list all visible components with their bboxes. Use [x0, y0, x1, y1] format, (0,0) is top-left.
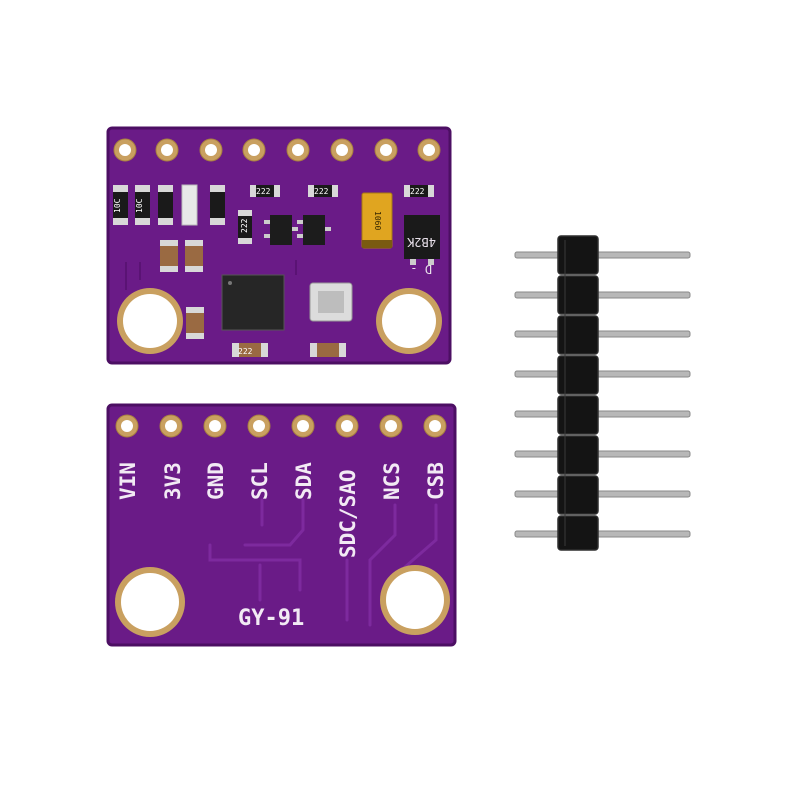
rear-pin-labels: VIN 3V3 GND SCL SDA SDC/SAO NCS CSB [116, 462, 448, 558]
pin-label-csb: CSB [424, 462, 448, 500]
code-tantalum: 1060 [373, 211, 382, 230]
pin-header [514, 235, 691, 551]
code-resistor-g: 222 [238, 347, 253, 356]
silk-mark: D - [410, 262, 432, 276]
front-regulator [404, 215, 440, 259]
front-capacitors [160, 240, 346, 357]
code-resistor-d: 222 [314, 187, 329, 196]
code-resistor-a: 10C [113, 198, 122, 213]
front-board: 10C 10C 222 222 222 222 222 1060 4B2K D … [106, 126, 452, 365]
header-plastic [557, 235, 599, 551]
front-resistors [113, 184, 225, 226]
pin-label-gnd: GND [204, 462, 228, 500]
pin-label-scl: SCL [248, 462, 272, 500]
header-pins [514, 251, 691, 538]
front-resistors-top [238, 185, 434, 244]
code-cap-top-right: 4B2K [406, 235, 436, 249]
pin-label-3v3: 3V3 [161, 462, 185, 500]
rear-board-pcb [106, 403, 457, 647]
code-resistor-b: 10C [135, 198, 144, 213]
pin-label-vin: VIN [116, 462, 140, 500]
pin-label-sda: SDA [292, 462, 316, 500]
model-label: GY-91 [238, 606, 304, 631]
rear-board: VIN 3V3 GND SCL SDA SDC/SAO NCS CSB GY-9… [106, 403, 457, 647]
pin-label-ncs: NCS [380, 462, 404, 500]
code-resistor-c: 222 [256, 187, 271, 196]
front-imu-chip [221, 274, 285, 331]
front-transistors [264, 215, 331, 245]
pin-label-sdc-sao: SDC/SAO [336, 469, 360, 558]
code-resistor-f: 222 [240, 218, 249, 233]
front-board-pads [113, 138, 441, 162]
code-resistor-e: 222 [410, 187, 425, 196]
